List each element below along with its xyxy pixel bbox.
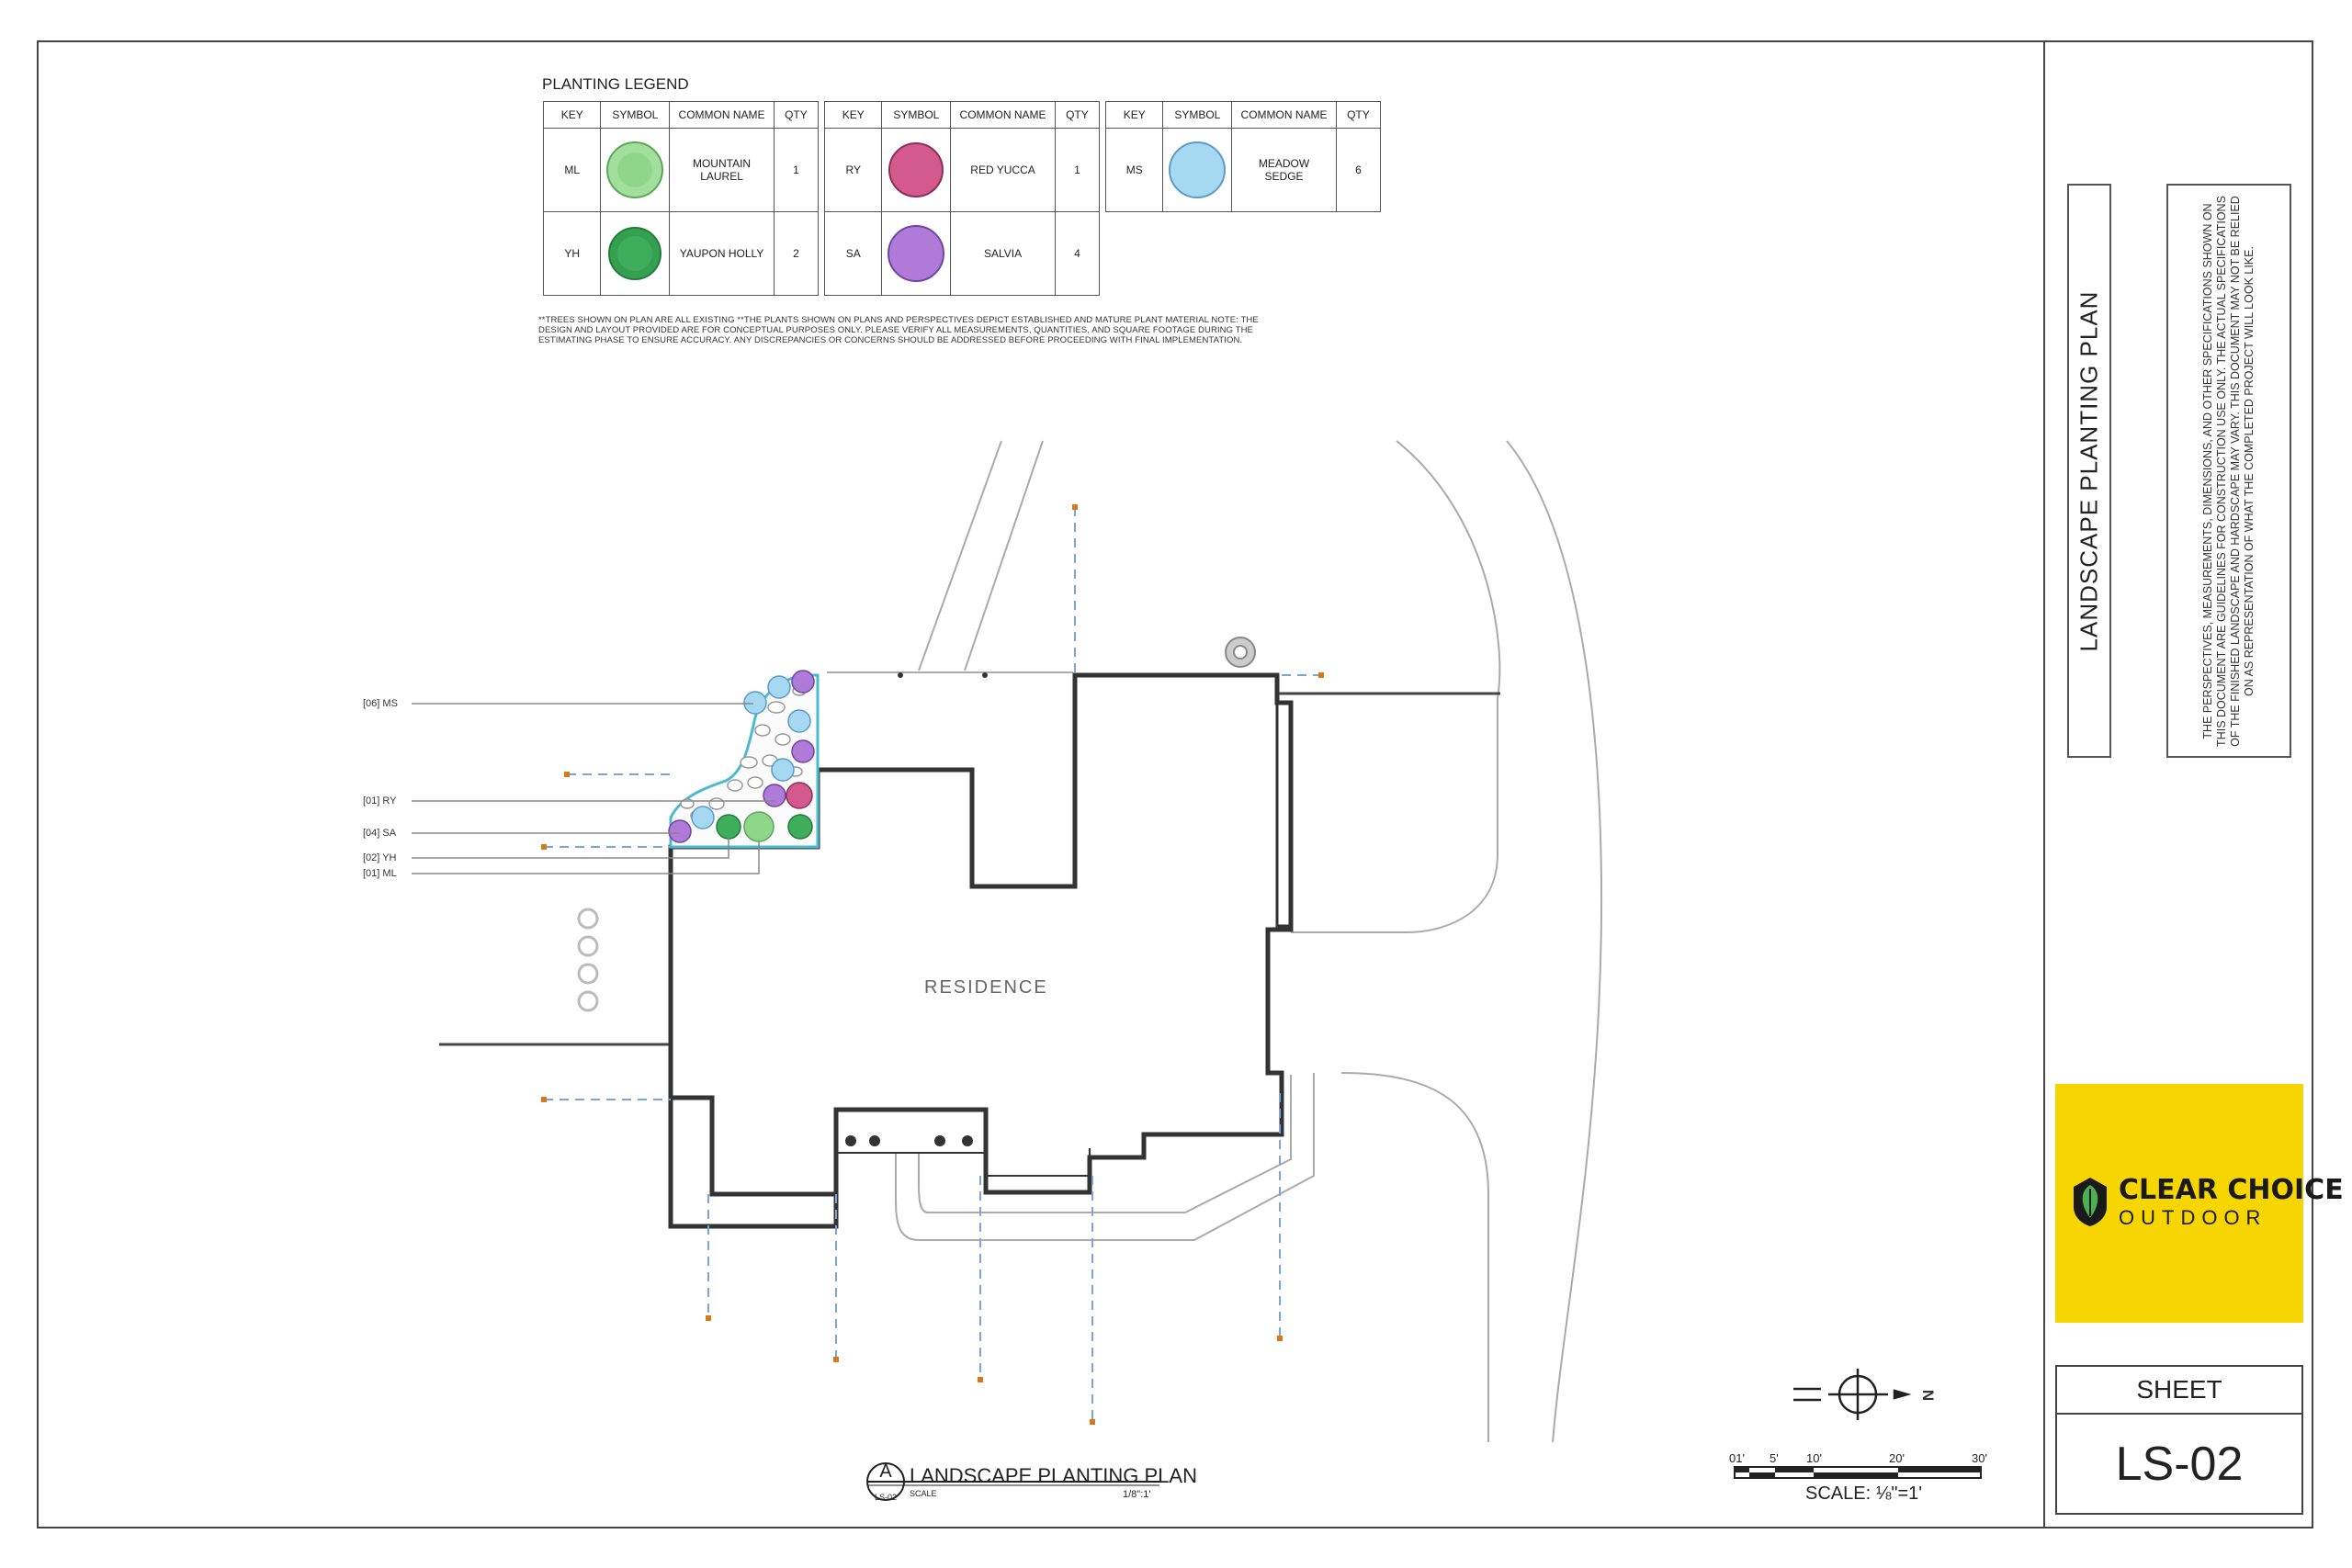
plant-label-yh: [02] YH	[363, 852, 397, 863]
legend-row: ML MOUNTAIN LAUREL 1	[542, 128, 820, 212]
plan-scale-label: SCALE	[910, 1489, 937, 1498]
legend-table-3: KEY SYMBOL COMMON NAME QTY MS MEADOW SED…	[1104, 101, 1382, 212]
disclaimer-text: THE PERSPECTIVES, MEASUREMENTS, DIMENSIO…	[2201, 195, 2256, 747]
scale-text: SCALE: ⅛"=1'	[1805, 1483, 1923, 1504]
title-block-divider	[2043, 40, 2045, 1529]
scale-tick-label: 01'	[1729, 1451, 1745, 1465]
legend-title: PLANTING LEGEND	[542, 75, 689, 93]
plant-label-ms: [06] MS	[363, 698, 398, 709]
legend-table-2: KEY SYMBOL COMMON NAME QTY RY RED YUCCA …	[823, 101, 1101, 296]
detail-callout-sheet: LS-02	[874, 1493, 898, 1502]
legend-row: MS MEADOW SEDGE 6	[1104, 128, 1382, 212]
legend-row: YH YAUPON HOLLY 2	[542, 211, 820, 296]
scale-bar	[1734, 1466, 1982, 1479]
scale-tick-label: 5'	[1770, 1451, 1779, 1465]
plant-label-ml: [01] ML	[363, 868, 397, 879]
meadow-sedge-symbol	[1169, 141, 1227, 198]
mountain-laurel-symbol	[606, 141, 664, 198]
company-logo	[2055, 1084, 2303, 1323]
north-label: N	[1919, 1389, 1938, 1402]
yaupon-holly-symbol	[608, 227, 662, 280]
red-yucca-symbol	[888, 142, 944, 197]
residence-outline	[668, 672, 1294, 1229]
sheet-number: LS-02	[2115, 1438, 2244, 1491]
north-arrow	[1793, 1369, 1912, 1420]
leaf-shield-icon	[2074, 1178, 2107, 1226]
logo-subname: OUTDOOR	[2119, 1206, 2267, 1229]
scale-tick-label: 20'	[1889, 1451, 1905, 1465]
scale-tick-label: 30'	[1972, 1451, 1987, 1465]
plan-note: **TREES SHOWN ON PLAN ARE ALL EXISTING *…	[538, 315, 1259, 345]
drawing-sheet-border	[37, 40, 2313, 1529]
residence-label: RESIDENCE	[924, 977, 1048, 998]
plan-title: LANDSCAPE PLANTING PLAN	[910, 1464, 1197, 1487]
plant-label-sa: [04] SA	[363, 828, 397, 839]
sheet-title: LANDSCAPE PLANTING PLAN	[2075, 290, 2103, 651]
disclaimer-box: THE PERSPECTIVES, MEASUREMENTS, DIMENSIO…	[2166, 184, 2291, 758]
scale-tick-label: 10'	[1806, 1451, 1822, 1465]
logo-name: CLEAR CHOICE	[2119, 1174, 2344, 1206]
detail-callout-letter: A	[879, 1461, 892, 1482]
sheet-title-box: LANDSCAPE PLANTING PLAN	[2067, 184, 2111, 758]
plan-scale-value: 1/8":1'	[1123, 1489, 1151, 1500]
salvia-symbol	[888, 225, 945, 282]
sheet-number-box: SHEET LS-02	[2055, 1365, 2303, 1515]
sheet-label: SHEET	[2057, 1367, 2301, 1415]
legend-table-1: KEY SYMBOL COMMON NAME QTY ML MOUNTAIN L…	[542, 101, 820, 296]
plant-label-ry: [01] RY	[363, 795, 397, 807]
legend-row: SA SALVIA 4	[823, 211, 1101, 296]
